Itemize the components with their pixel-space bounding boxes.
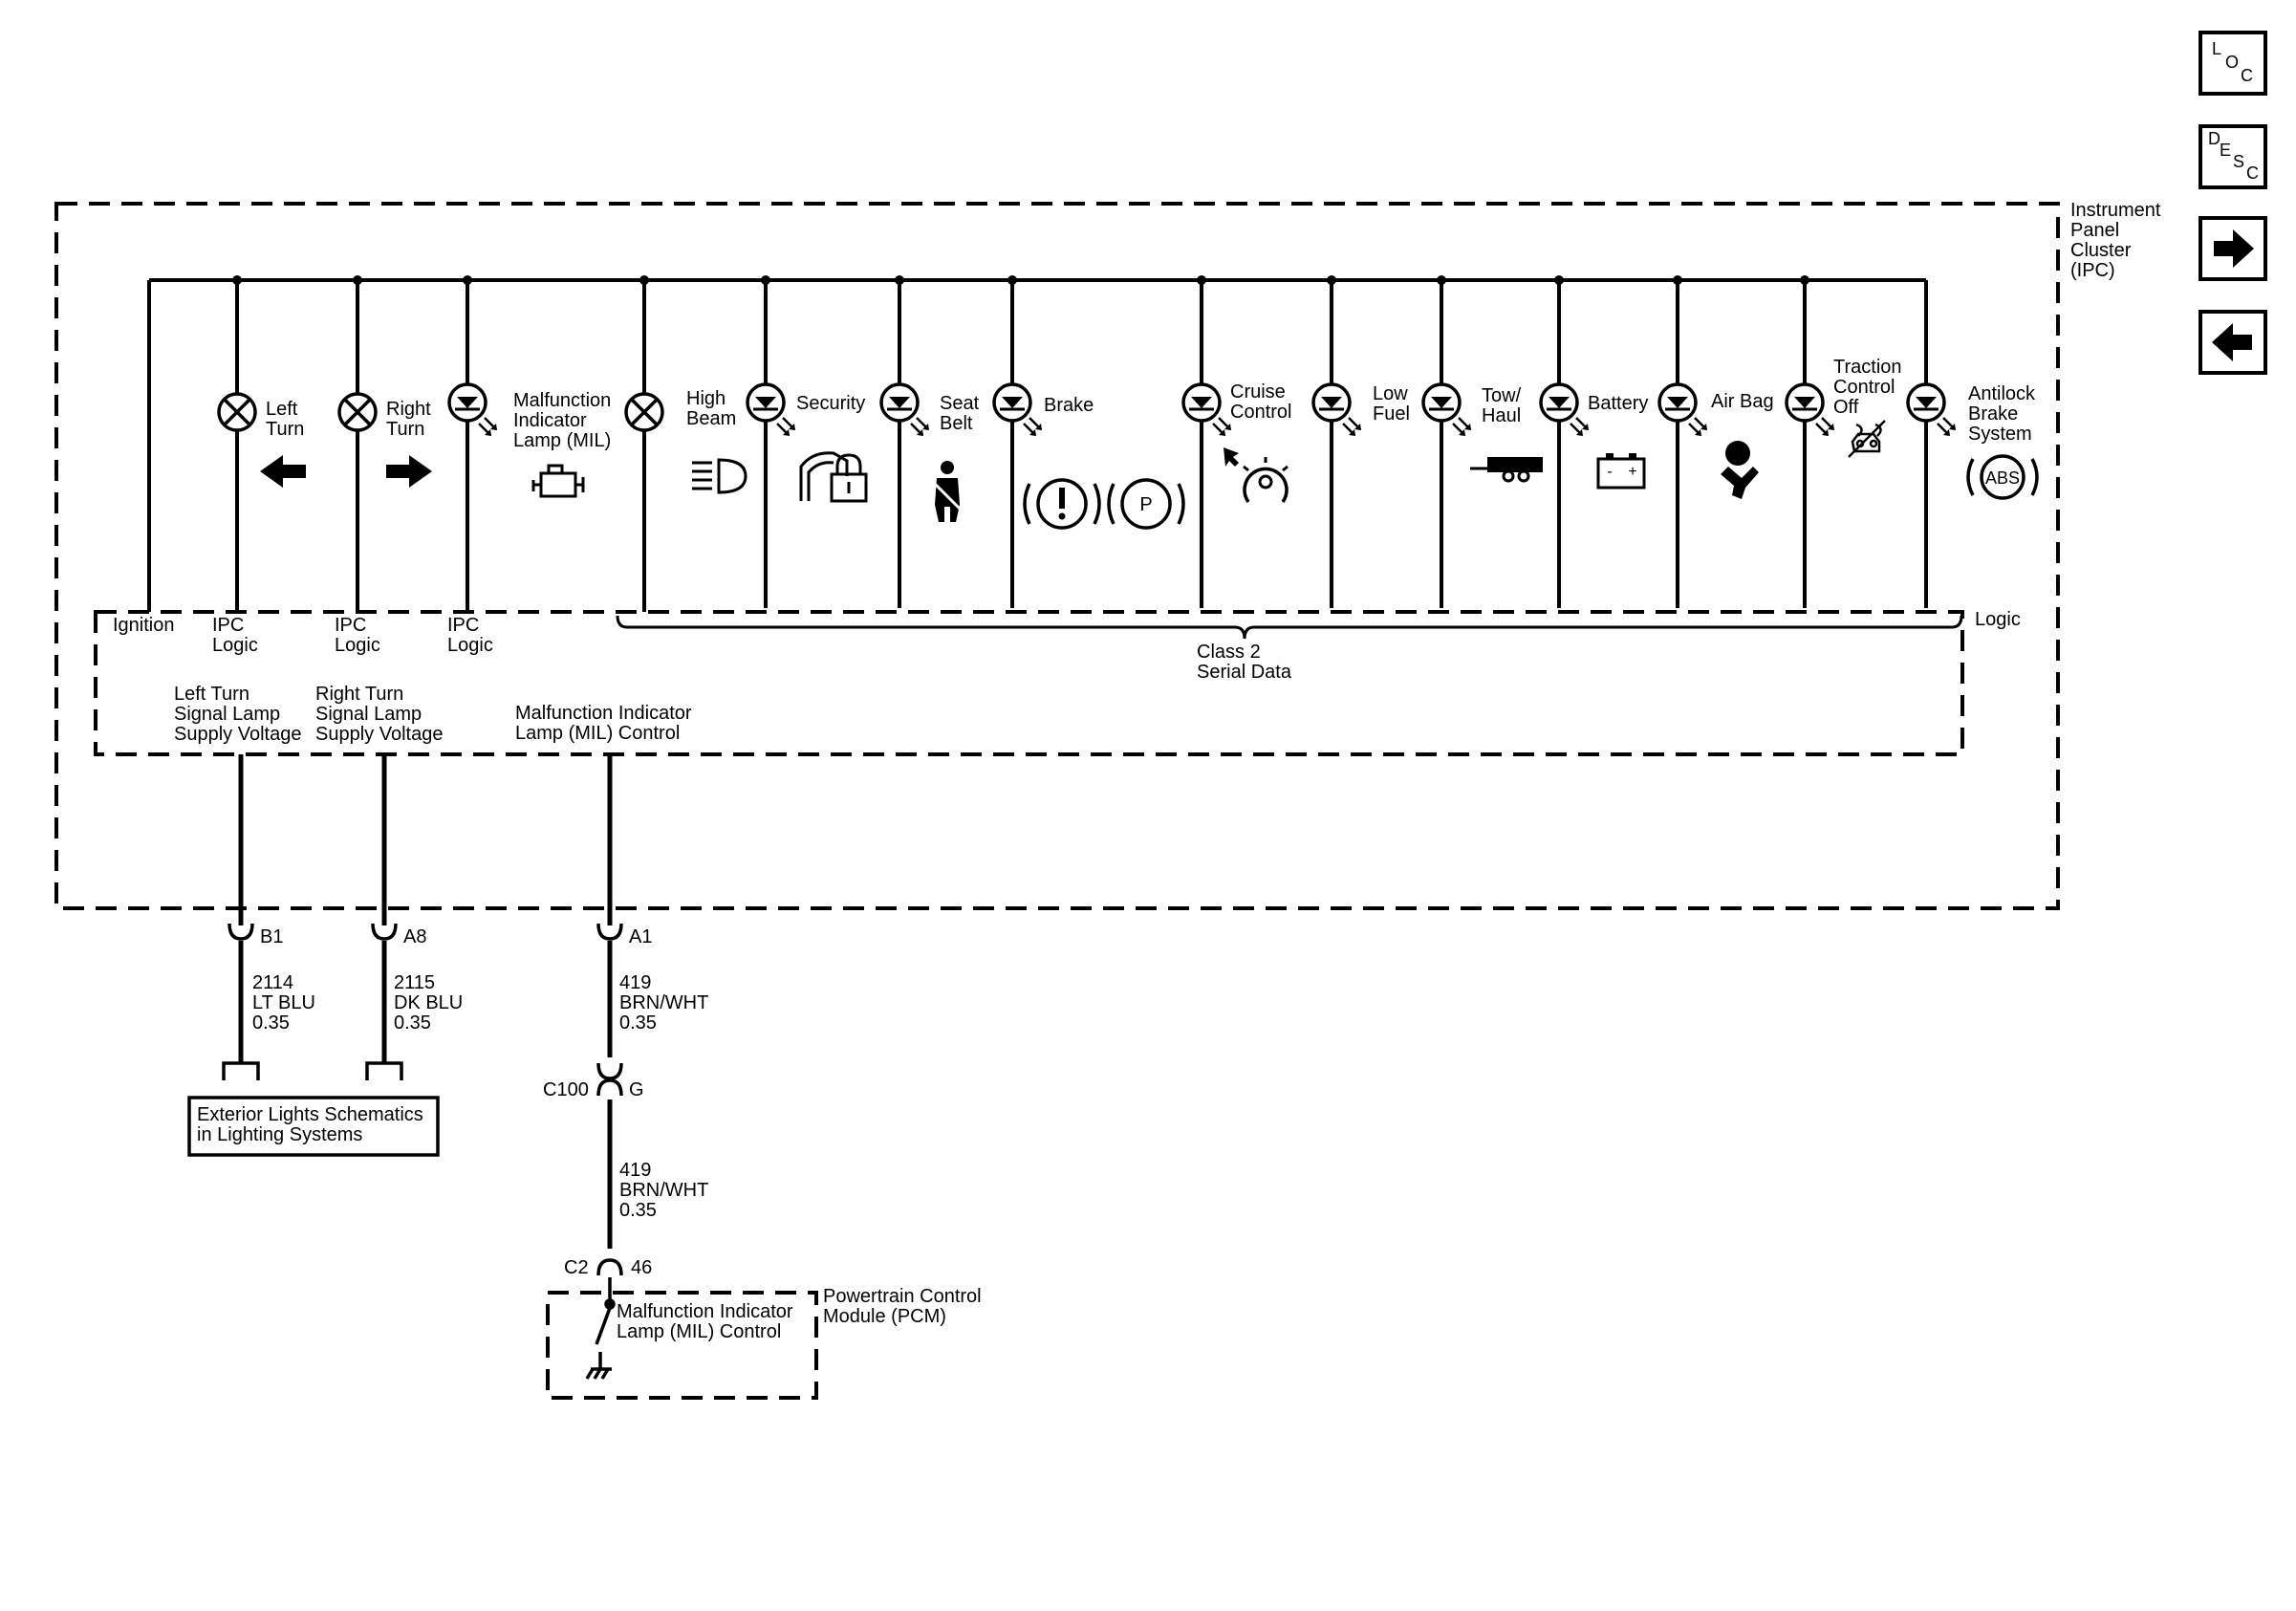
engine-icon [531, 464, 585, 498]
park-brake-icon: P [1107, 478, 1185, 530]
left-arrow-icon [260, 455, 306, 488]
connector-a1-label: A1 [629, 926, 652, 947]
traction-off-icon [1848, 420, 1886, 458]
exterior-lights-reference-label: Exterior Lights Schematics in Lighting S… [197, 1104, 428, 1145]
air-bag-led-icon [1657, 382, 1709, 438]
loc-letter-c: C [2241, 66, 2253, 85]
class2-brace [616, 615, 1963, 640]
abs-label: Antilock Brake System [1968, 383, 2041, 445]
connector-a8-label: A8 [403, 926, 426, 947]
low-fuel-label: Low Fuel [1373, 383, 1413, 425]
output-wires [238, 754, 613, 1249]
desc-letter-c: C [2246, 163, 2259, 183]
high-beam-icon [692, 458, 747, 494]
lamp-circuits [147, 280, 1928, 612]
exterior-lights-reference-box[interactable] [187, 1096, 440, 1157]
svg-text:-: - [1607, 464, 1612, 480]
description-button[interactable]: D E S C [2199, 124, 2267, 189]
connector-c2-icon [596, 1258, 623, 1276]
mil-control-label: Malfunction Indicator Lamp (MIL) Control [515, 703, 697, 744]
pcm-boundary [546, 1291, 818, 1400]
mil-led-icon [447, 382, 499, 438]
class2-serial-data-label: Class 2 Serial Data [1197, 642, 1292, 683]
reference-box-terminals [222, 1061, 403, 1080]
cruise-led-icon [1181, 382, 1233, 438]
left-turn-lamp-icon [217, 392, 257, 432]
high-beam-label: High Beam [686, 388, 736, 429]
cruise-label: Cruise Control [1230, 381, 1291, 423]
ipc-boundary [54, 202, 2060, 910]
abs-icon: ABS [1966, 454, 2039, 500]
svg-text:ABS: ABS [1985, 468, 2020, 488]
tow-haul-icon [1470, 457, 1543, 483]
right-supply-label: Right Turn Signal Lamp Supply Voltage [315, 684, 443, 745]
seat-belt-label: Seat Belt [940, 393, 985, 434]
connector-a1-icon [596, 923, 623, 941]
mil-control-switch-icon [585, 1277, 616, 1380]
wire-419-lower-label: 419 BRN/WHT 0.35 [619, 1160, 714, 1221]
seat-belt-icon [931, 461, 962, 522]
loc-letter-l: L [2212, 39, 2222, 58]
right-arrow-icon [2214, 229, 2254, 268]
ipc-logic-box [94, 610, 1964, 756]
location-button[interactable]: L O C [2199, 31, 2267, 96]
pcm-module-label: Powertrain Control Module (PCM) [823, 1286, 986, 1327]
battery-icon: - + [1596, 453, 1646, 490]
low-fuel-led-icon [1311, 382, 1363, 438]
brake-warning-icon [1023, 478, 1101, 530]
right-turn-lamp-icon [337, 392, 378, 432]
wire-419-upper-label: 419 BRN/WHT 0.35 [619, 972, 714, 1034]
wire-2115-label: 2115 DK BLU 0.35 [394, 972, 468, 1034]
air-bag-label: Air Bag [1711, 391, 1774, 412]
connector-b1-label: B1 [260, 926, 283, 947]
left-turn-label: Left Turn [266, 399, 304, 440]
svg-text:+: + [1628, 464, 1636, 480]
desc-letter-s: S [2233, 152, 2245, 171]
air-bag-icon [1721, 441, 1759, 499]
svg-text:P: P [1139, 494, 1152, 515]
logic-label: Logic [1975, 609, 2021, 630]
ipc-logic-label-2: IPC Logic [335, 615, 380, 656]
traction-label: Traction Control Off [1833, 357, 1907, 418]
battery-led-icon [1539, 382, 1591, 438]
seat-belt-led-icon [879, 382, 931, 438]
right-turn-label: Right Turn [386, 399, 436, 440]
left-supply-label: Left Turn Signal Lamp Supply Voltage [174, 684, 301, 745]
next-page-button[interactable] [2199, 216, 2267, 281]
mil-label: Malfunction Indicator Lamp (MIL) [513, 390, 617, 451]
connector-a8-icon [371, 923, 398, 941]
previous-page-button[interactable] [2199, 310, 2267, 375]
ipc-module-label: Instrument Panel Cluster (IPC) [2070, 200, 2166, 281]
ipc-logic-label-1: IPC Logic [212, 615, 258, 656]
bus-junctions [232, 275, 1809, 285]
connector-c100-icon [596, 1062, 623, 1097]
brake-led-icon [992, 382, 1044, 438]
tow-haul-label: Tow/ Haul [1482, 385, 1527, 426]
ipc-logic-label-3: IPC Logic [447, 615, 493, 656]
connector-c2-label: C2 [564, 1257, 589, 1278]
traction-led-icon [1785, 382, 1836, 438]
battery-label: Battery [1588, 393, 1648, 414]
connector-g-label: G [629, 1079, 644, 1100]
cruise-control-icon [1224, 447, 1289, 504]
connector-c100-label: C100 [543, 1079, 589, 1100]
desc-letter-d: D [2208, 129, 2220, 148]
left-arrow-icon [2212, 323, 2252, 361]
high-beam-lamp-icon [624, 392, 664, 432]
brake-label: Brake [1044, 395, 1094, 416]
abs-led-icon [1906, 382, 1958, 438]
security-label: Security [796, 393, 865, 414]
right-arrow-icon [386, 455, 432, 488]
ignition-label: Ignition [113, 615, 175, 636]
desc-letter-e: E [2220, 141, 2232, 160]
connector-46-label: 46 [631, 1257, 652, 1278]
loc-letter-o: O [2225, 53, 2240, 72]
pcm-switch-label: Malfunction Indicator Lamp (MIL) Control [617, 1301, 798, 1342]
tow-haul-led-icon [1421, 382, 1473, 438]
wire-2114-label: 2114 LT BLU 0.35 [252, 972, 321, 1034]
connector-b1-icon [227, 923, 254, 941]
security-icon [799, 451, 868, 503]
security-led-icon [746, 382, 797, 438]
